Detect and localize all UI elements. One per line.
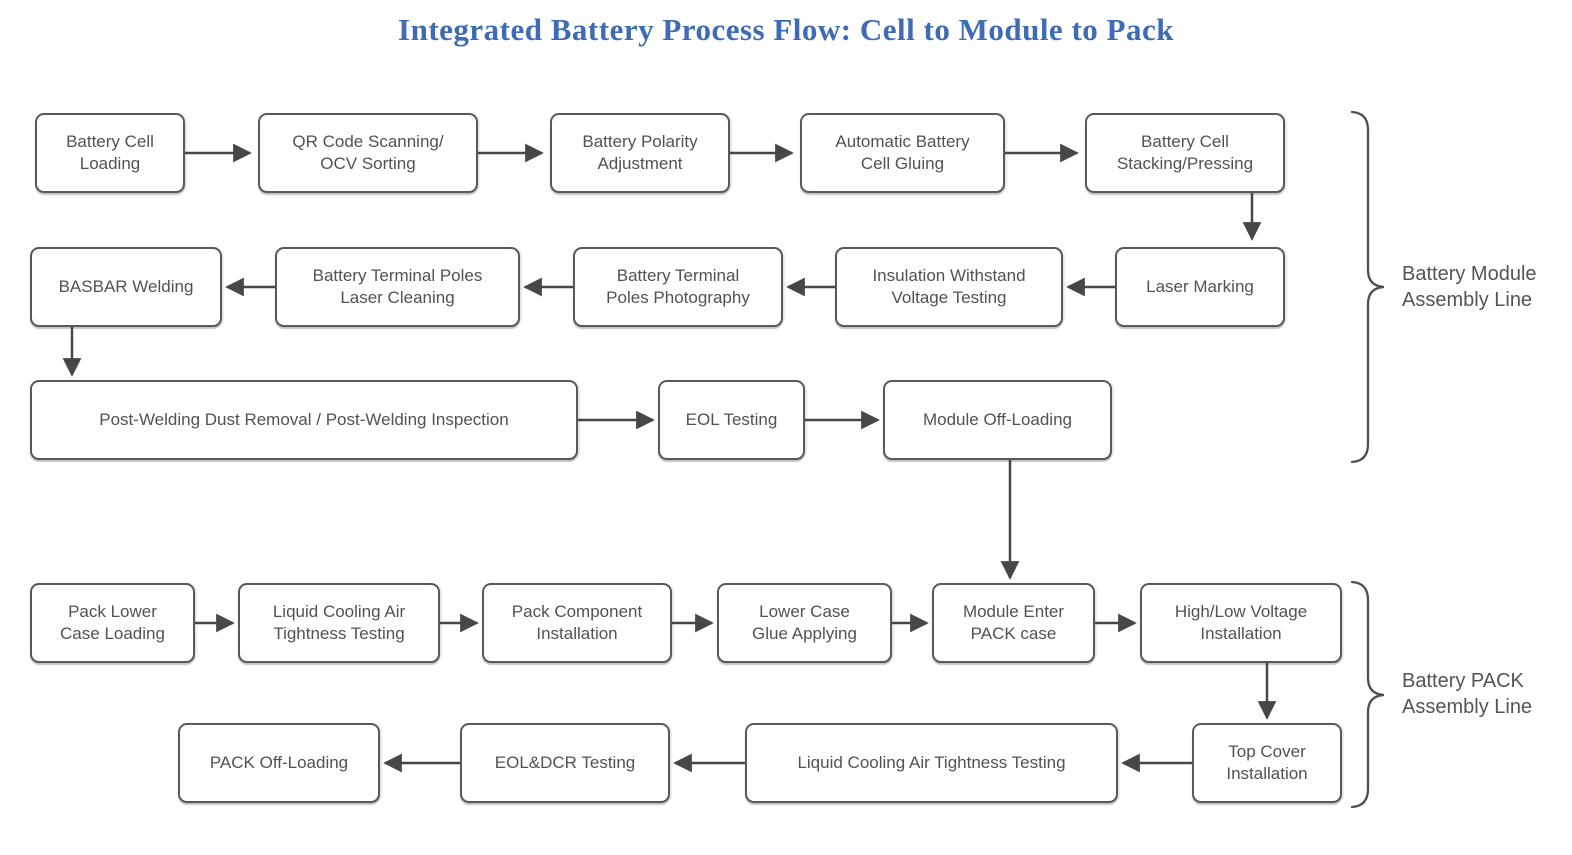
node-eol-dcr-testing: EOL&DCR Testing (460, 723, 670, 803)
module-line-brace (1350, 110, 1385, 464)
node-lower-case-glue-applying: Lower Case Glue Applying (717, 583, 892, 663)
pack-line-brace (1350, 580, 1385, 809)
node-label: Module Enter PACK case (962, 602, 1065, 643)
pack-assembly-line-label: Battery PACK Assembly Line (1402, 670, 1533, 718)
node-laser-marking: Laser Marking (1115, 247, 1285, 327)
node-label: Pack Component Installation (511, 602, 643, 643)
node-label: Battery Terminal Poles Laser Cleaning (312, 266, 483, 307)
node-label: Battery Cell Loading (66, 132, 154, 173)
node-insulation-withstand-voltage-testing: Insulation Withstand Voltage Testing (835, 247, 1063, 327)
node-label: Pack Lower Case Loading (60, 602, 165, 643)
node-liquid-cooling-air-tightness-testing-2: Liquid Cooling Air Tightness Testing (745, 723, 1118, 803)
node-label: Module Off-Loading (922, 410, 1072, 430)
node-qr-code-scanning-ocv-sorting: QR Code Scanning/ OCV Sorting (258, 113, 478, 193)
node-label: EOL Testing (685, 410, 778, 430)
node-module-enter-pack-case: Module Enter PACK case (932, 583, 1095, 663)
node-high-low-voltage-installation: High/Low Voltage Installation (1140, 583, 1342, 663)
node-label: QR Code Scanning/ OCV Sorting (292, 132, 444, 173)
node-label: Insulation Withstand Voltage Testing (872, 266, 1026, 307)
module-assembly-line-label: Battery Module Assembly Line (1402, 263, 1537, 311)
node-automatic-battery-cell-gluing: Automatic Battery Cell Gluing (800, 113, 1005, 193)
node-label: EOL&DCR Testing (494, 753, 636, 773)
node-label: Liquid Cooling Air Tightness Testing (797, 753, 1066, 773)
node-label: Battery Cell Stacking/Pressing (1116, 132, 1254, 173)
node-pack-component-installation: Pack Component Installation (482, 583, 672, 663)
node-label: Battery Polarity Adjustment (582, 132, 698, 173)
node-battery-cell-loading: Battery Cell Loading (35, 113, 185, 193)
node-eol-testing: EOL Testing (658, 380, 805, 460)
node-label: Battery Terminal Poles Photography (606, 266, 750, 307)
node-battery-terminal-poles-laser-cleaning: Battery Terminal Poles Laser Cleaning (275, 247, 520, 327)
node-liquid-cooling-air-tightness-testing-1: Liquid Cooling Air Tightness Testing (238, 583, 440, 663)
page-title: Integrated Battery Process Flow: Cell to… (398, 12, 1174, 47)
node-module-off-loading: Module Off-Loading (883, 380, 1112, 460)
node-pack-lower-case-loading: Pack Lower Case Loading (30, 583, 195, 663)
node-post-welding-dust-removal-inspection: Post-Welding Dust Removal / Post-Welding… (30, 380, 578, 460)
node-top-cover-installation: Top Cover Installation (1192, 723, 1342, 803)
node-label: Automatic Battery Cell Gluing (835, 132, 970, 173)
node-basbar-welding: BASBAR Welding (30, 247, 222, 327)
node-label: Top Cover Installation (1226, 742, 1308, 783)
node-label: BASBAR Welding (58, 277, 194, 297)
node-label: Laser Marking (1146, 277, 1254, 297)
node-label: PACK Off-Loading (209, 753, 349, 773)
node-label: Post-Welding Dust Removal / Post-Welding… (99, 410, 509, 430)
node-pack-off-loading: PACK Off-Loading (178, 723, 380, 803)
node-battery-cell-stacking-pressing: Battery Cell Stacking/Pressing (1085, 113, 1285, 193)
node-battery-polarity-adjustment: Battery Polarity Adjustment (550, 113, 730, 193)
node-label: Lower Case Glue Applying (752, 602, 857, 643)
node-label: High/Low Voltage Installation (1174, 602, 1308, 643)
node-battery-terminal-poles-photography: Battery Terminal Poles Photography (573, 247, 783, 327)
node-label: Liquid Cooling Air Tightness Testing (272, 602, 406, 643)
